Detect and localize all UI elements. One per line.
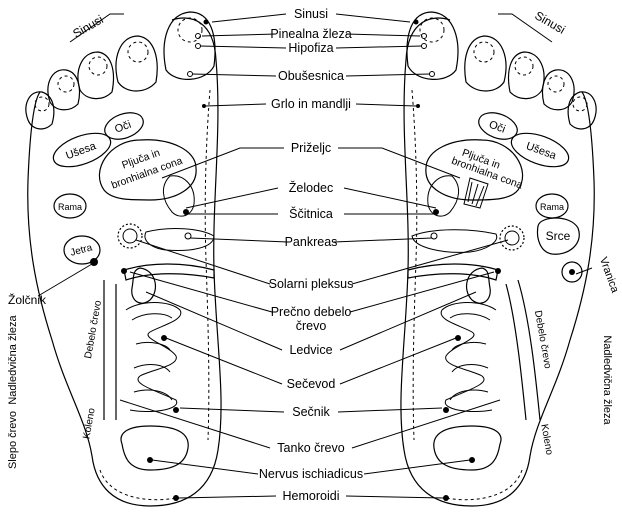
label-obusesnica: Obušesnica bbox=[278, 69, 344, 83]
left-rama-label: Rama bbox=[58, 202, 82, 212]
right-rama-label: Rama bbox=[540, 202, 564, 212]
label-secevod: Sečevod bbox=[287, 377, 336, 391]
left-oci-label: Oči bbox=[113, 119, 133, 136]
label-sinusi: Sinusi bbox=[294, 7, 328, 21]
left-koleno-label: Koleno bbox=[81, 407, 97, 440]
center-labels: Sinusi Pinealna žleza Hipofiza Obušesnic… bbox=[259, 7, 363, 503]
label-ledvice: Ledvice bbox=[289, 343, 332, 357]
label-pankreas: Pankreas bbox=[285, 235, 338, 249]
label-scitnica: Ščitnica bbox=[289, 206, 333, 221]
label-crevo: črevo bbox=[296, 319, 327, 333]
left-nadledvicna-label: Nadledvična žleza bbox=[7, 314, 19, 404]
left-usesa-label: Ušesa bbox=[64, 140, 98, 162]
right-toe-3 bbox=[509, 52, 544, 99]
left-toe-3 bbox=[78, 52, 113, 99]
left-sinusi-label: Sinusi bbox=[70, 12, 105, 40]
label-pinealna-zleza: Pinealna žleza bbox=[270, 27, 351, 41]
right-foot bbox=[401, 12, 596, 506]
right-srce-label: Srce bbox=[546, 229, 571, 243]
left-toe-2 bbox=[116, 36, 157, 91]
label-hipofiza: Hipofiza bbox=[288, 41, 333, 55]
label-tanko-crevo: Tanko črevo bbox=[277, 441, 344, 455]
label-prizeljc: Priželjc bbox=[291, 141, 331, 155]
right-koleno-label: Koleno bbox=[538, 423, 554, 456]
right-usesa-label: Ušesa bbox=[524, 140, 558, 162]
label-nervus-ischiadicus: Nervus ischiadicus bbox=[259, 467, 363, 481]
left-jetra-label: Jetra bbox=[69, 242, 94, 258]
right-nadledvicna-label: Nadledvična žleza bbox=[601, 335, 613, 425]
right-oci-label: Oči bbox=[487, 119, 507, 136]
label-solarni-pleksus: Solarni pleksus bbox=[269, 277, 354, 291]
right-toe-2 bbox=[465, 36, 506, 91]
right-vranica-label: Vranica bbox=[597, 256, 621, 296]
label-grlo-in-mandlji: Grlo in mandlji bbox=[271, 97, 351, 111]
label-precno-debelo: Prečno debelo bbox=[271, 305, 352, 319]
right-foot-labels: Sinusi Oči Ušesa Pljuča in bronhialna co… bbox=[450, 8, 621, 456]
left-zolcnik-label: Žolčnik bbox=[8, 292, 47, 307]
label-hemoroidi: Hemoroidi bbox=[283, 489, 340, 503]
right-debelo-crevo-label: Debelo črevo bbox=[532, 310, 553, 370]
label-zelodec: Želodec bbox=[289, 180, 333, 195]
left-slepo-crevo-label: Slepo črevo bbox=[7, 411, 19, 469]
left-debelo-crevo-label: Debelo črevo bbox=[83, 299, 104, 359]
label-secnik: Sečnik bbox=[292, 405, 330, 419]
left-foot bbox=[26, 12, 221, 506]
